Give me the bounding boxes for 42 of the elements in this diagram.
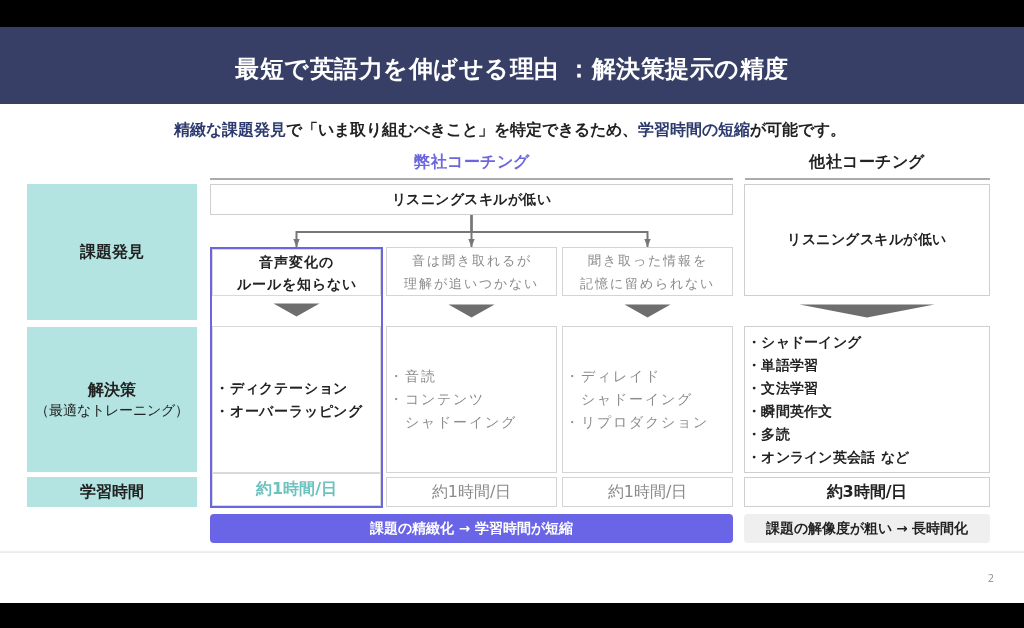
list-item: ・コンテンツシャドーイング (389, 390, 517, 432)
list-item: ・ディレイドシャドーイング (565, 367, 693, 409)
list-item: ・瞬間英作文 (747, 401, 833, 421)
list-item: ・音読 (389, 367, 437, 386)
list-item: ・単語学習 (747, 355, 819, 375)
issue-box: 聞き取った情報を記憶に留められない (562, 247, 733, 296)
summary-bar: 課題の解像度が粗い → 長時間化 (744, 514, 990, 543)
solution-box (386, 326, 557, 473)
chevron-arrow (273, 303, 320, 317)
list-item: ・文法学習 (747, 378, 819, 398)
list-item: ・オーバーラッピング (215, 401, 363, 421)
issue-box: 音声変化のルールを知らない (212, 249, 381, 296)
subtitle: 精緻な課題発見で「いま取り組むべきこと」を特定できるため、学習時間の短縮が可能です。 (174, 119, 846, 141)
list-item: ・多読 (747, 424, 790, 444)
time-cell: 約1時間/日 (386, 477, 557, 507)
solution-box (744, 326, 990, 473)
summary-bar: 課題の精緻化 → 学習時間が短縮 (210, 514, 733, 543)
issue-box: リスニングスキルが低い (744, 184, 990, 296)
solution-box (562, 326, 733, 473)
list-item: ・シャドーイング (747, 332, 862, 352)
connector-arrow (470, 214, 651, 248)
issue-box: リスニングスキルが低い (210, 184, 733, 215)
page-number: 2 (987, 572, 995, 584)
row-header (27, 327, 197, 472)
column-heading: 他社コーチング (809, 151, 925, 173)
chevron-arrow (448, 304, 495, 318)
list-item: ・ディクテーション (215, 378, 349, 398)
solution-box (212, 326, 381, 473)
time-cell: 約1時間/日 (212, 473, 381, 506)
issue-box: 音は聞き取れるが理解が追いつかない (386, 247, 557, 296)
chevron-arrow (624, 304, 671, 318)
column-heading: 弊社コーチング (414, 151, 530, 173)
row-header: 課題発見 (27, 184, 197, 320)
time-cell: 約3時間/日 (744, 477, 990, 507)
row-title: 解決策 (88, 379, 136, 401)
row-header: 学習時間 (27, 477, 197, 507)
time-cell: 約1時間/日 (562, 477, 733, 507)
list-item: ・オンライン英会話 など (747, 447, 910, 467)
row-subtitle: （最適なトレーニング） (35, 401, 189, 420)
list-item: ・リプロダクション (565, 413, 709, 432)
title: 最短で英語力を伸ばせる理由 ：解決策提示の精度 (235, 54, 789, 85)
highlight-frame (210, 247, 383, 508)
